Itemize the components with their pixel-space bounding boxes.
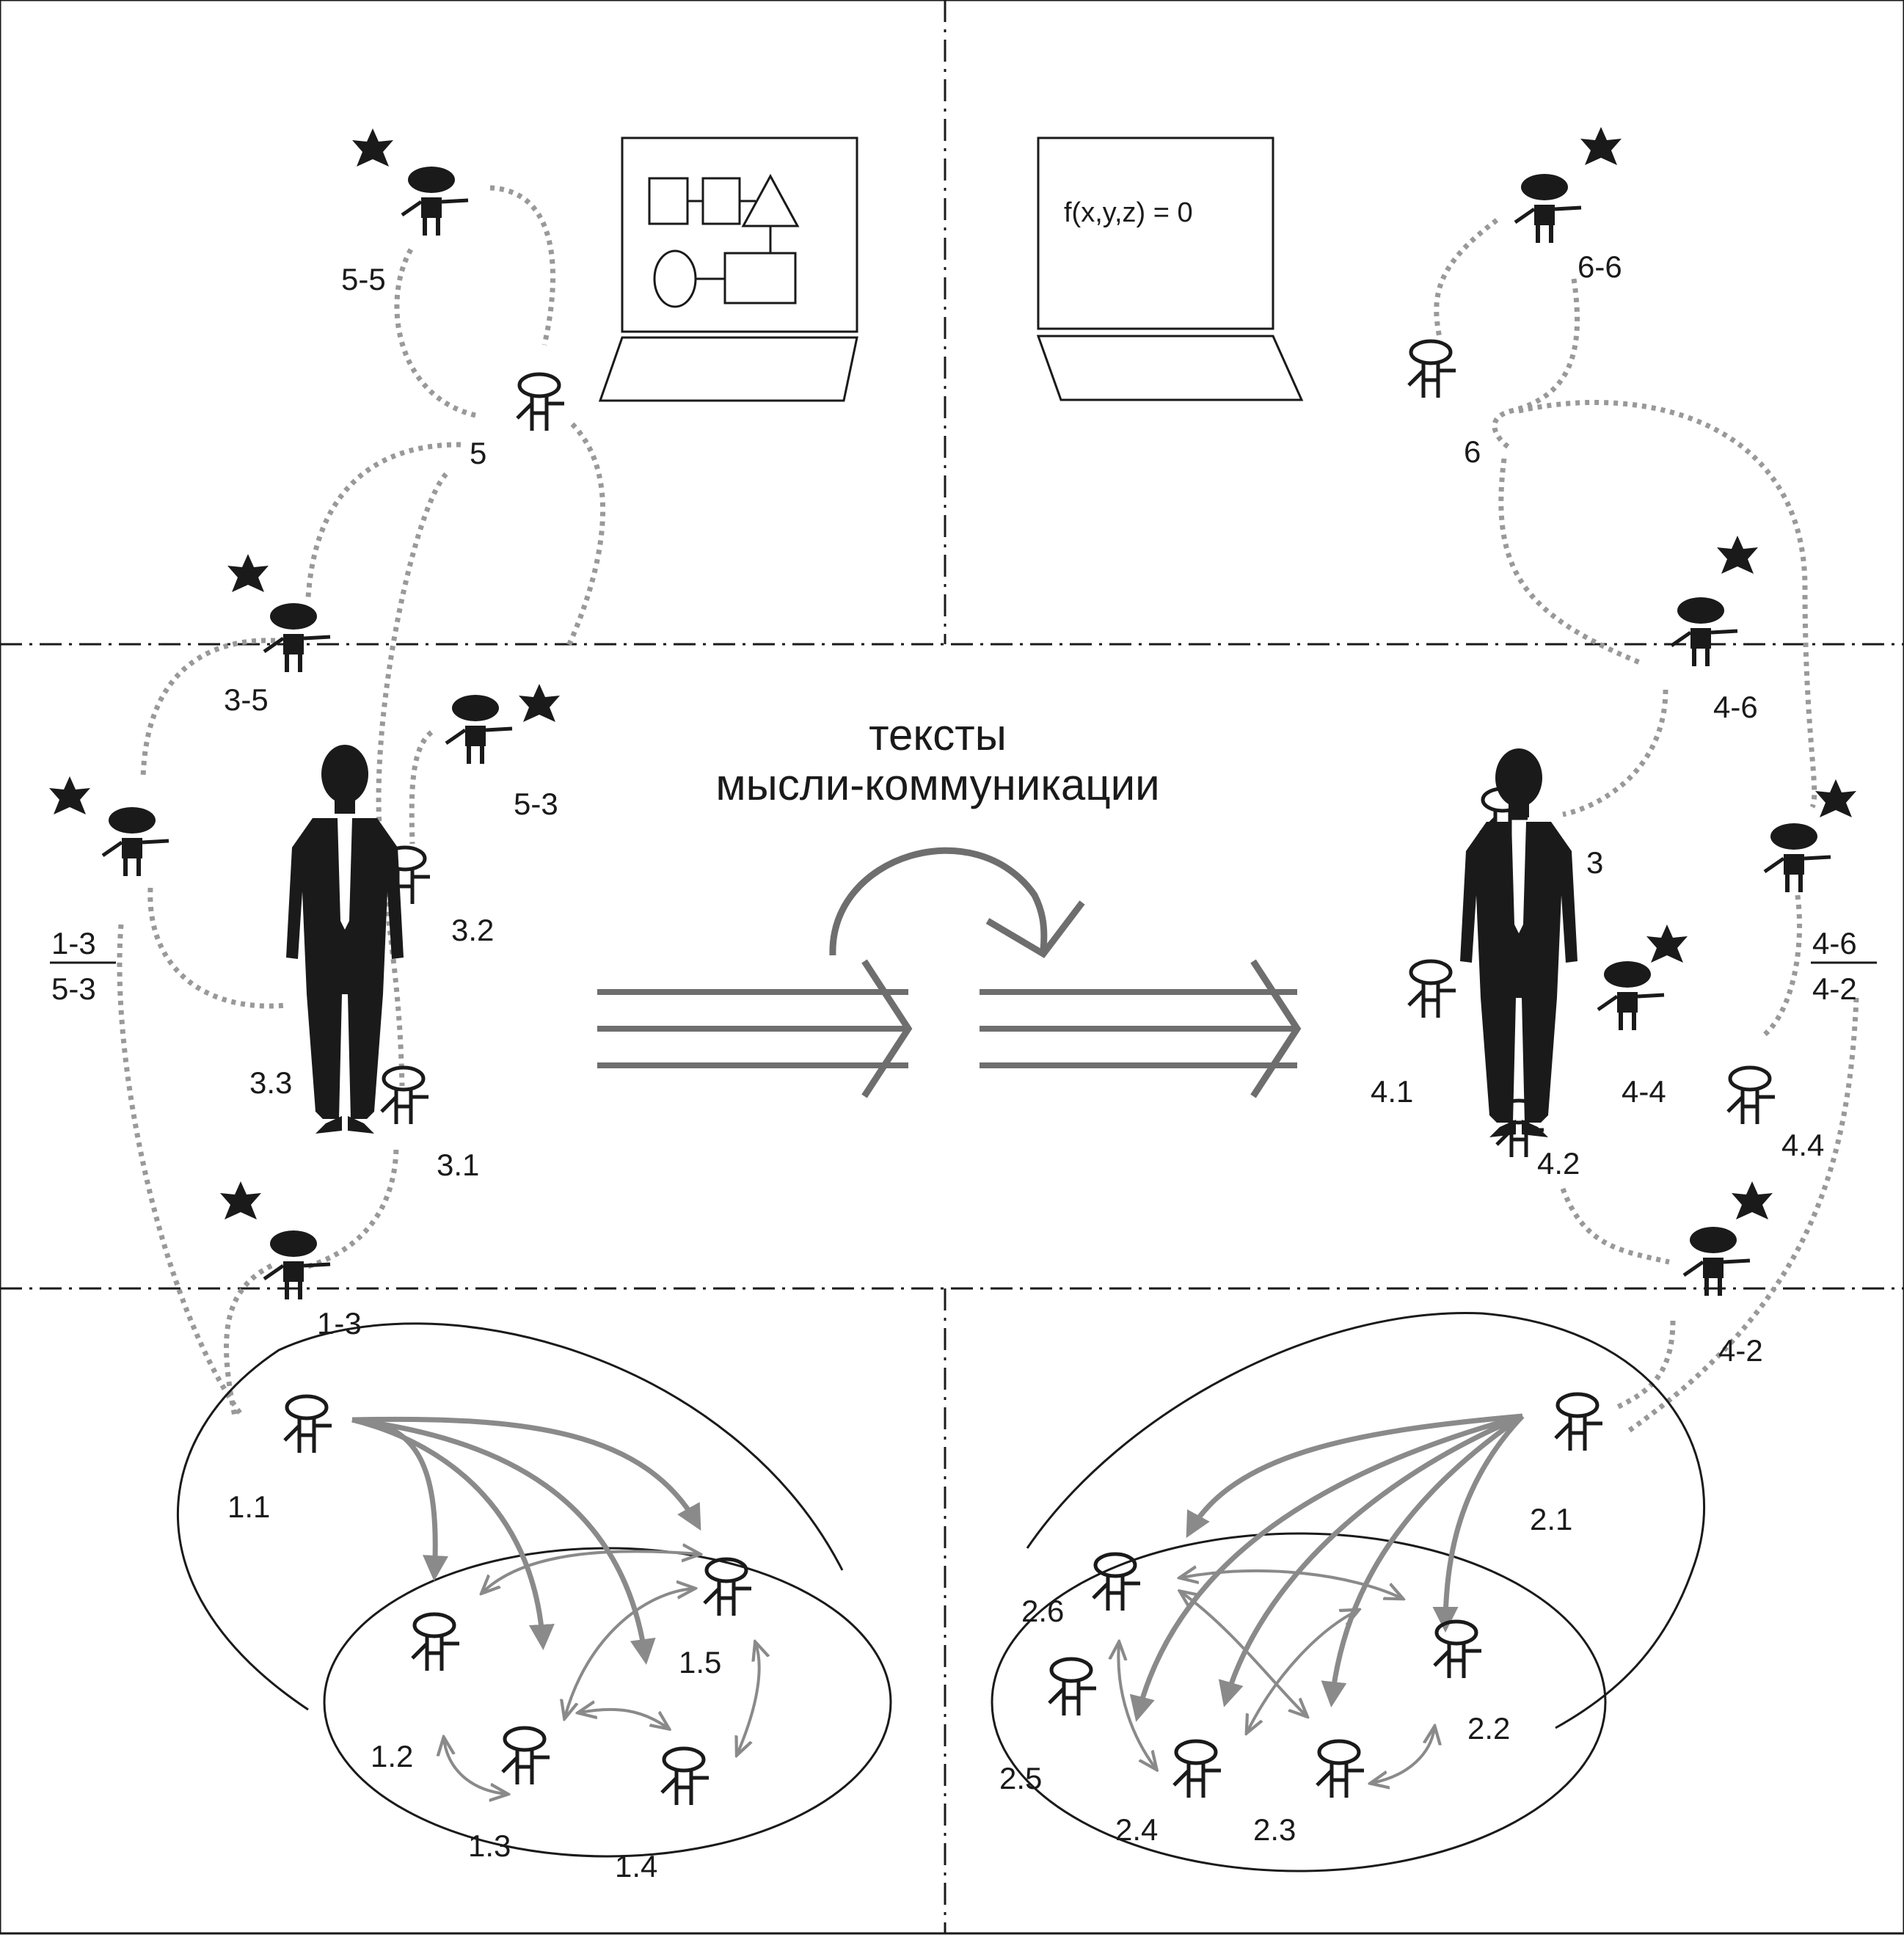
label-1-5: 1.5	[679, 1645, 721, 1680]
laptop-right: f(x,y,z) = 0	[1036, 136, 1304, 401]
title-line-1: тексты	[869, 710, 1007, 759]
expert-5-3	[446, 695, 512, 764]
label-3-1: 3.1	[437, 1148, 479, 1182]
person-2-5	[1049, 1659, 1096, 1715]
labels: 5-5 5 3-5 5-3 1-3 5-3 3.2 3.3 3.1 1-3 1.…	[50, 249, 1877, 1884]
label-4-1: 4.1	[1371, 1074, 1413, 1109]
label-1-1: 1.1	[227, 1489, 270, 1524]
formula-text: f(x,y,z) = 0	[1064, 197, 1193, 228]
person-2-2	[1434, 1622, 1481, 1678]
person-5	[517, 374, 564, 431]
person-4-1	[1409, 961, 1456, 1018]
star-icon	[1646, 925, 1688, 963]
expert-3-5	[264, 603, 330, 672]
person-1-4	[662, 1748, 709, 1805]
arrows-right-mutual	[1118, 1571, 1434, 1783]
label-4-6-top: 4-6	[1812, 926, 1857, 960]
person-3-1	[382, 1068, 428, 1124]
star-icon	[1732, 1181, 1773, 1219]
label-4-4: 4.4	[1781, 1128, 1824, 1162]
person-4-4	[1728, 1068, 1775, 1124]
label-1-2: 1.2	[371, 1739, 413, 1773]
expert-4-2	[1684, 1227, 1750, 1296]
label-2-6: 2.6	[1021, 1594, 1064, 1628]
star-icon	[1717, 536, 1758, 574]
label-4-2-star: 4-2	[1718, 1333, 1763, 1368]
label-4-2-bottom: 4-2	[1812, 971, 1857, 1006]
person-6	[1409, 341, 1456, 398]
laptop-left	[598, 136, 858, 402]
label-3-5: 3-5	[224, 682, 269, 717]
label-1-4: 1.4	[615, 1849, 657, 1884]
label-1-3: 1-3	[317, 1306, 362, 1341]
label-4-4-star: 4-4	[1622, 1074, 1666, 1109]
label-3-right: 3	[1586, 845, 1603, 880]
label-2-3: 2.3	[1253, 1812, 1296, 1847]
label-1-3-top: 1-3	[51, 926, 96, 960]
expert-4-4	[1598, 961, 1664, 1030]
label-3-3: 3.3	[249, 1065, 292, 1100]
group-ellipses-right	[991, 1311, 1706, 1872]
star-icon	[227, 554, 269, 592]
person-1-2	[412, 1614, 459, 1671]
arrows-left-mutual	[444, 1551, 759, 1794]
person-1-5	[704, 1559, 751, 1616]
star-icon	[352, 128, 393, 167]
expert-4-6-4-2	[1765, 823, 1831, 892]
dotted-links	[117, 185, 1859, 1433]
person-1-3	[503, 1728, 550, 1784]
label-5: 5	[470, 436, 486, 470]
label-4-2: 4.2	[1537, 1146, 1580, 1181]
label-6-6: 6-6	[1577, 249, 1622, 284]
label-3-2: 3.2	[451, 913, 494, 947]
title-line-2: мысли-коммуникации	[715, 760, 1159, 809]
star-icon	[1580, 127, 1622, 165]
flow-arrows	[597, 847, 1302, 1098]
star-icon	[49, 776, 90, 814]
person-2-6	[1093, 1554, 1140, 1611]
label-2-1: 2.1	[1530, 1502, 1572, 1536]
star-icon	[519, 684, 560, 722]
label-4-6: 4-6	[1713, 690, 1758, 724]
star-icon	[1815, 779, 1856, 817]
expert-1-3-5-3	[103, 807, 169, 876]
person-2-3	[1317, 1741, 1364, 1798]
arrows-1-1	[351, 1416, 701, 1665]
expert-5-5	[402, 167, 468, 236]
expert-6-6	[1515, 174, 1581, 243]
person-2-4	[1174, 1741, 1221, 1798]
label-6: 6	[1464, 434, 1481, 469]
label-5-3-bottom: 5-3	[51, 971, 96, 1006]
person-2-1	[1555, 1394, 1602, 1451]
person-1-1	[285, 1396, 332, 1453]
label-2-5: 2.5	[999, 1761, 1042, 1795]
label-5-3: 5-3	[514, 787, 558, 821]
star-icon	[220, 1181, 261, 1219]
label-1-3-small: 1.3	[468, 1828, 511, 1863]
label-5-5: 5-5	[341, 262, 386, 296]
label-2-4: 2.4	[1115, 1812, 1158, 1847]
expert-4-6	[1671, 597, 1737, 666]
label-2-2: 2.2	[1467, 1711, 1510, 1746]
